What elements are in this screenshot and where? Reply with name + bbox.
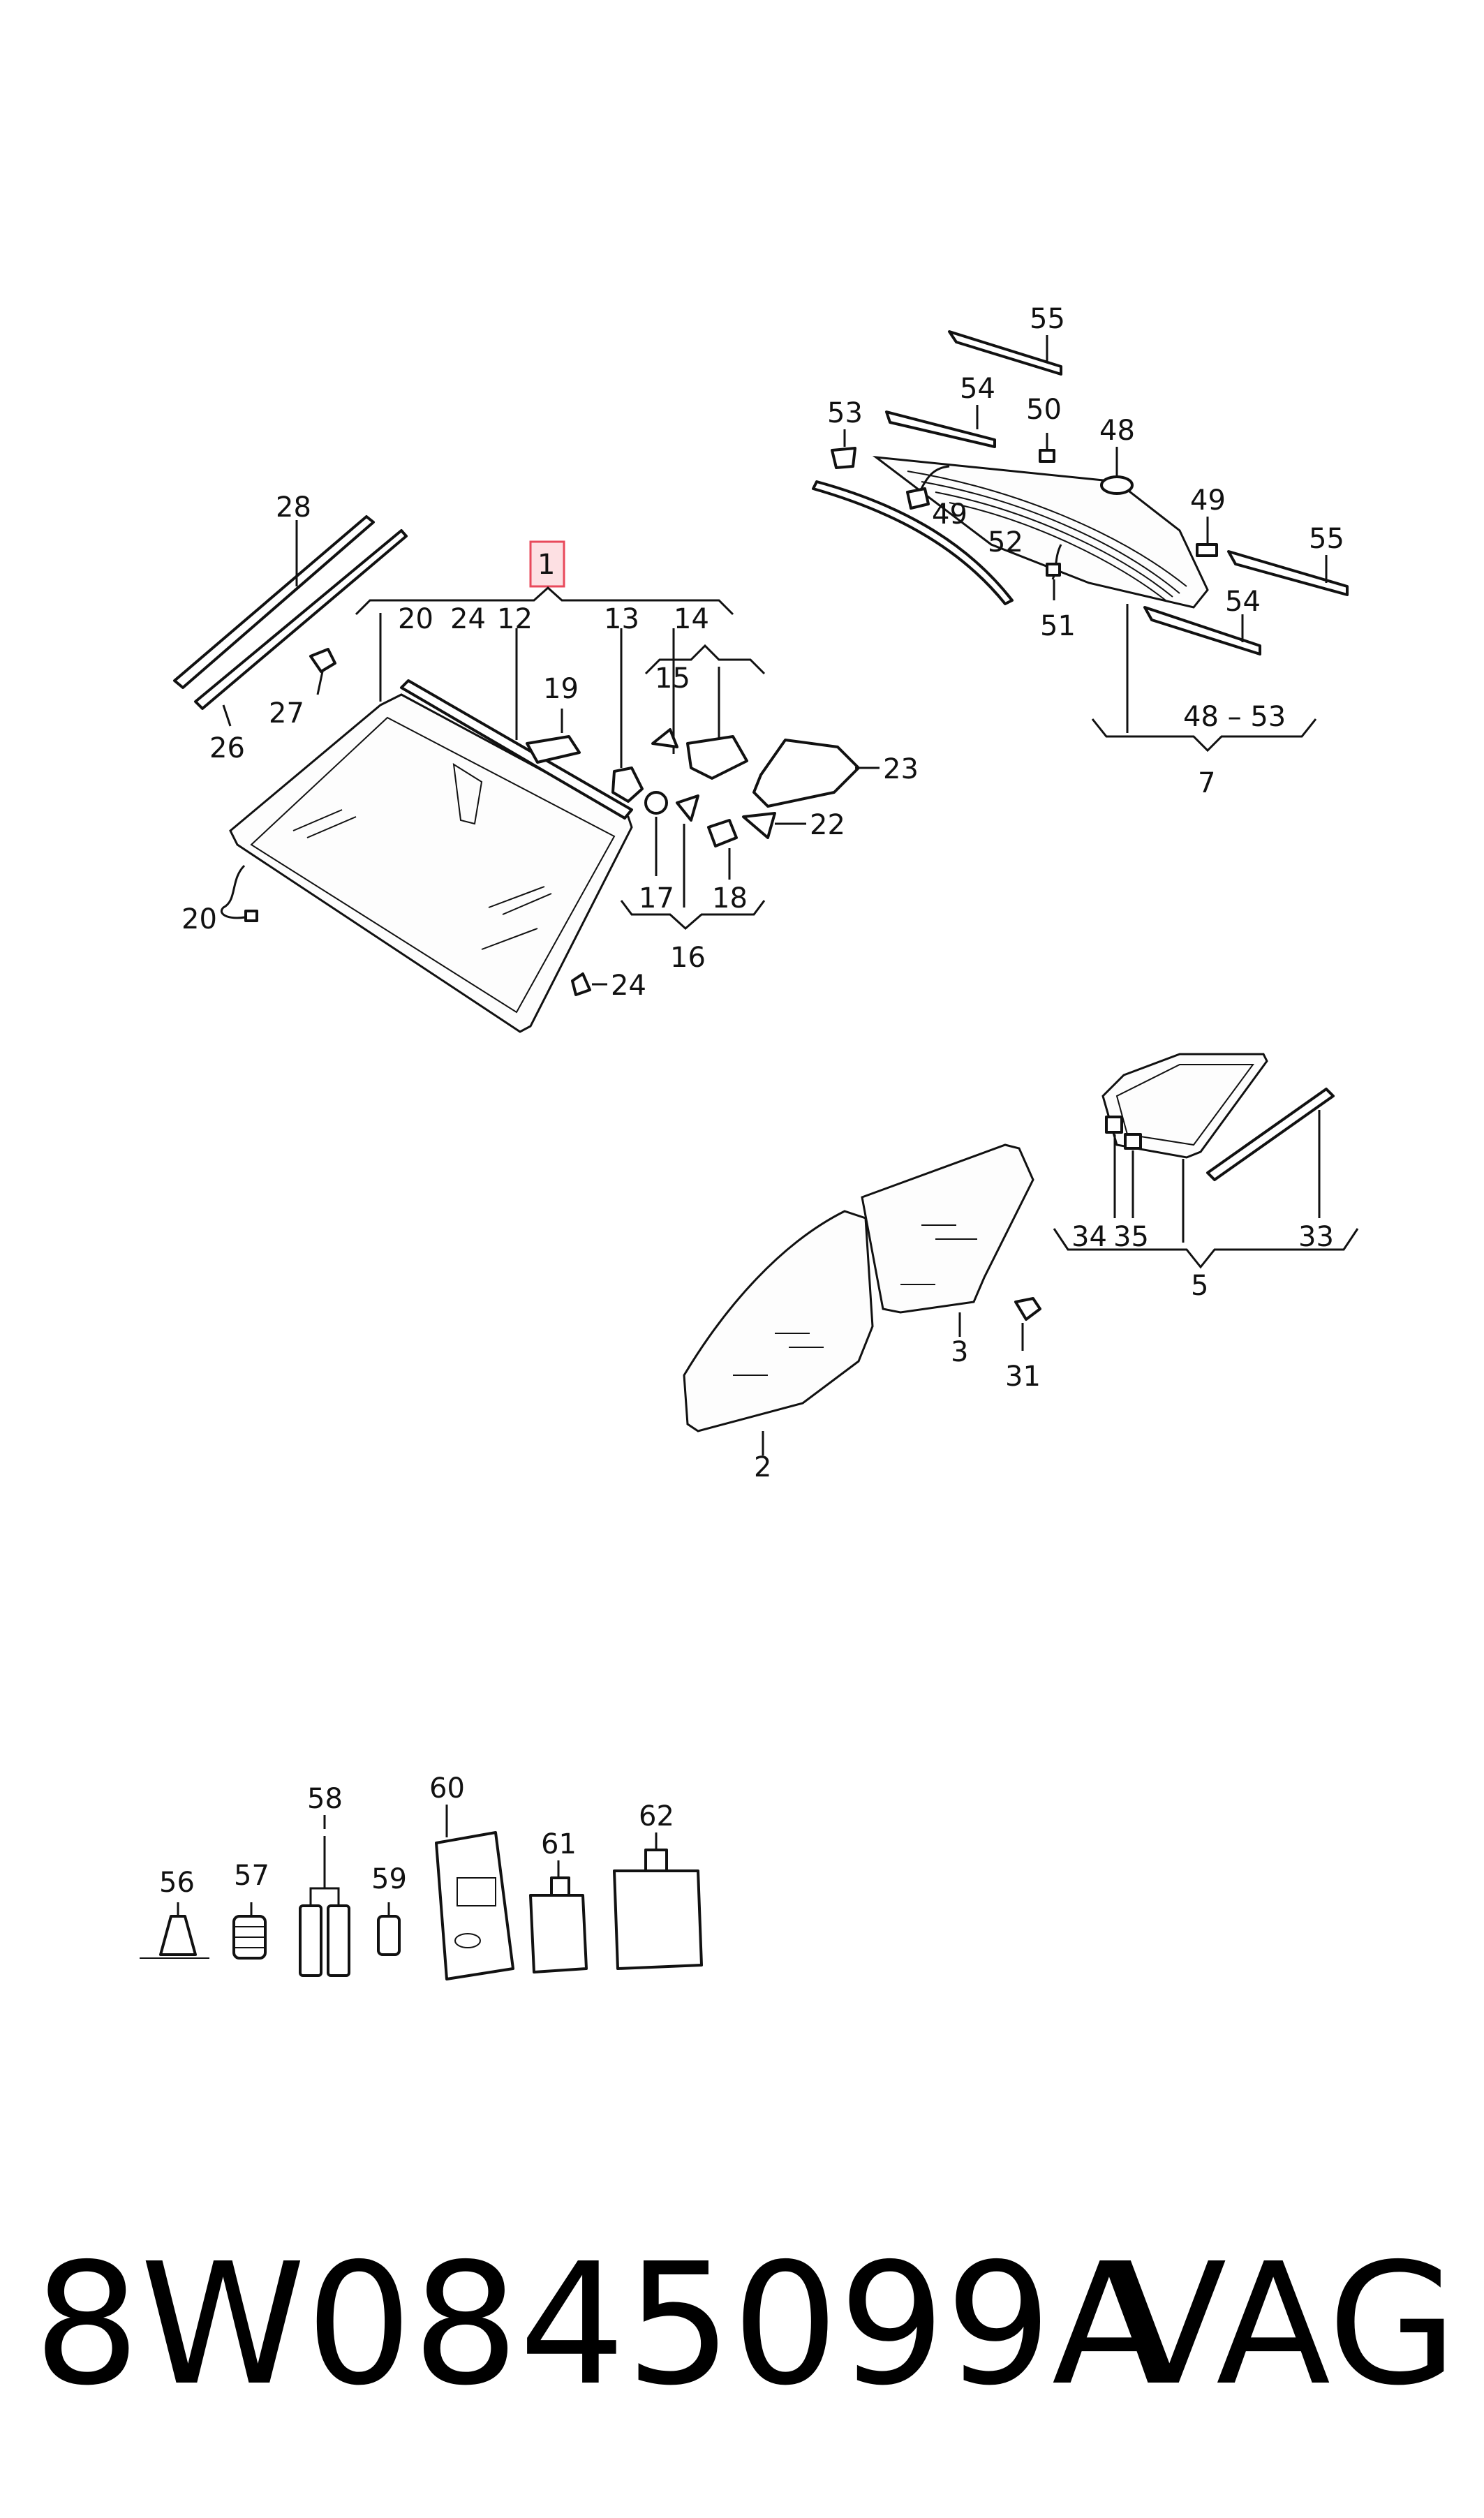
callout-23[interactable]: 23	[883, 753, 919, 785]
adhesive-kit-group	[140, 1805, 703, 1980]
callout-12[interactable]: 12	[497, 603, 533, 635]
callout-33[interactable]: 33	[1298, 1221, 1334, 1253]
callout-34[interactable]: 34	[1071, 1221, 1107, 1253]
rear-door-glass	[861, 1143, 1034, 1314]
callout-54-top[interactable]: 54	[960, 373, 995, 405]
callout-35[interactable]: 35	[1113, 1221, 1149, 1253]
callout-55-top[interactable]: 55	[1030, 303, 1065, 335]
side-windows-group	[683, 1053, 1359, 1456]
callout-16[interactable]: 16	[670, 942, 706, 974]
callout-3[interactable]: 3	[951, 1336, 968, 1368]
callout-18[interactable]: 18	[712, 882, 748, 914]
callout-20-left[interactable]: 20	[181, 903, 217, 935]
callout-51[interactable]: 51	[1040, 610, 1076, 642]
callout-59[interactable]: 59	[371, 1863, 407, 1895]
callout-1[interactable]: 1	[537, 549, 555, 581]
callout-58[interactable]: 58	[307, 1783, 343, 1815]
windscreen-glass	[229, 693, 633, 1033]
callout-17[interactable]: 17	[639, 882, 674, 914]
callout-49-right[interactable]: 49	[1190, 484, 1226, 517]
callout-27[interactable]: 27	[269, 697, 304, 730]
callout-24-top[interactable]: 24	[450, 603, 486, 635]
callout-53[interactable]: 53	[827, 397, 863, 429]
rear-window-group	[812, 330, 1349, 753]
footer: 8W0845099A VAG	[34, 2234, 1457, 2415]
callout-62[interactable]: 62	[639, 1800, 674, 1832]
front-door-glass	[683, 1210, 874, 1432]
callout-52[interactable]: 52	[988, 526, 1023, 558]
callout-31[interactable]: 31	[1005, 1361, 1041, 1393]
callout-60[interactable]: 60	[429, 1772, 465, 1805]
callout-2[interactable]: 2	[754, 1451, 771, 1483]
callout-54-right[interactable]: 54	[1225, 586, 1261, 618]
callout-28[interactable]: 28	[276, 491, 311, 524]
callout-24-bottom[interactable]: 24	[611, 970, 646, 1002]
callout-48[interactable]: 48	[1099, 415, 1135, 447]
callout-5[interactable]: 5	[1191, 1270, 1208, 1302]
callout-57[interactable]: 57	[234, 1860, 269, 1892]
callout-20-top[interactable]: 20	[398, 603, 433, 635]
windscreen-group	[173, 515, 880, 1033]
callout-61[interactable]: 61	[541, 1828, 577, 1860]
part-number: 8W0845099A	[34, 2227, 1167, 2422]
callout-56[interactable]: 56	[159, 1867, 195, 1899]
callout-13[interactable]: 13	[604, 603, 639, 635]
callout-labels: 1 2 3 5 7 12 13 14 15 16 17 18 19 20 20 …	[159, 303, 1344, 1899]
brand-label: VAG	[1112, 2227, 1457, 2422]
callout-22[interactable]: 22	[810, 809, 845, 841]
callout-50[interactable]: 50	[1026, 394, 1062, 426]
callout-48-53[interactable]: 48 – 53	[1183, 701, 1286, 733]
callout-26[interactable]: 26	[209, 732, 245, 764]
callout-14[interactable]: 14	[674, 603, 709, 635]
callout-55-right[interactable]: 55	[1309, 523, 1344, 555]
selected-part-highlight[interactable]	[529, 540, 565, 588]
callout-19[interactable]: 19	[543, 673, 579, 705]
callout-7[interactable]: 7	[1198, 767, 1215, 799]
callout-15[interactable]: 15	[655, 662, 690, 695]
callout-49-left[interactable]: 49	[932, 498, 967, 531]
